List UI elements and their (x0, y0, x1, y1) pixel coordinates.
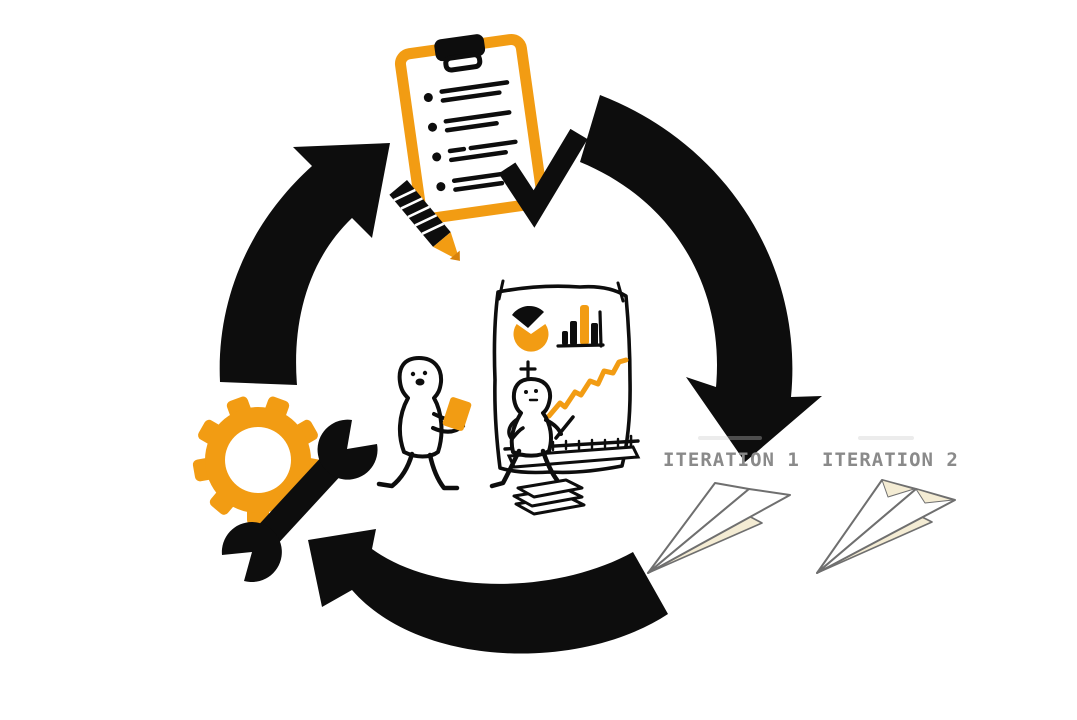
iteration-1-group: ITERATION 1 (647, 436, 800, 574)
wrench-icon (221, 419, 378, 583)
clipboard-clip-ring (443, 52, 483, 73)
poster-pin-left (497, 279, 505, 301)
figure-presenting-eye (534, 389, 538, 393)
figure-walking-mouth (415, 378, 425, 386)
iteration-2-group: ITERATION 2 (816, 436, 959, 574)
tablet-icon (442, 397, 472, 431)
cycle-arrow-left-icon (219, 143, 390, 385)
pie-chart-icon (512, 305, 549, 352)
trend-line (546, 357, 629, 419)
cycle-arrow-right-icon (580, 95, 822, 462)
checkmark-icon (498, 128, 588, 228)
iteration-2-label: ITERATION 2 (822, 449, 959, 471)
figure-presenting-eye (524, 390, 528, 394)
gear-icon (192, 396, 324, 525)
bar-chart-icon (556, 305, 605, 348)
figure-walking-eye (410, 371, 416, 377)
books-stack (512, 478, 586, 516)
paper-airplane-2-icon (816, 479, 956, 574)
marker-pen-icon (554, 415, 575, 440)
poster-pin-right (616, 281, 625, 303)
cycle-arrow-bottom-icon (308, 529, 668, 654)
figure-walking-eye (422, 370, 428, 376)
clipboard-list (423, 80, 518, 192)
smudge-mark (698, 436, 762, 440)
pencil-tip (433, 232, 460, 261)
figure-presenting (489, 360, 575, 489)
figure-walking (376, 356, 472, 491)
paper-airplane-1-icon (647, 482, 791, 574)
iteration-1-label: ITERATION 1 (663, 449, 800, 471)
smudge-mark (858, 436, 914, 440)
cycle-arrows (219, 95, 822, 654)
pencil-icon (389, 180, 460, 261)
poster-board (492, 279, 641, 475)
